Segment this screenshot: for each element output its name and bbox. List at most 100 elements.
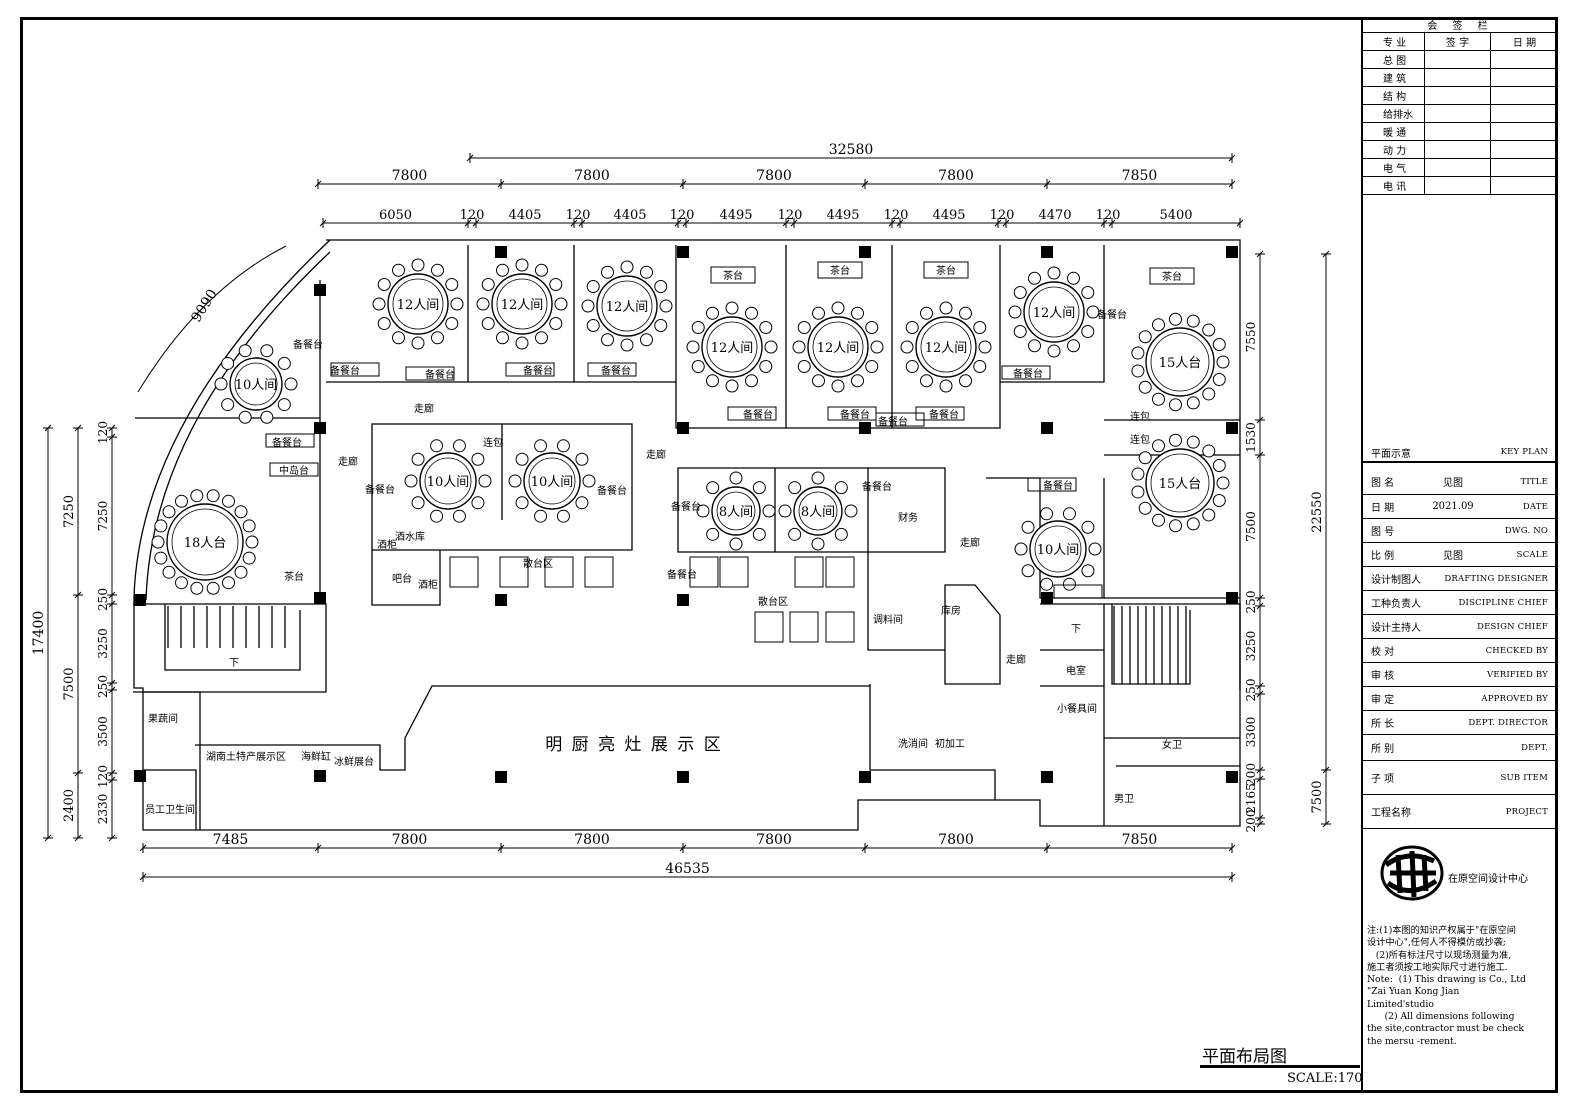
column	[677, 771, 689, 783]
wall-utilities	[1040, 603, 1240, 826]
dim-overall-top-slash	[466, 154, 474, 162]
chair	[973, 360, 987, 373]
chair	[1131, 467, 1145, 481]
outline-curve-inner	[145, 251, 331, 601]
table-top	[419, 452, 477, 510]
field-label: 比 例	[1371, 551, 1395, 562]
chair	[601, 265, 614, 279]
chair	[812, 306, 825, 320]
chair	[575, 452, 589, 466]
drawing-scale: SCALE:170	[1287, 1071, 1363, 1086]
dim-right-inner-label: 250	[1244, 591, 1258, 614]
tea-table-label: 茶台	[936, 264, 956, 277]
sign-off-col-headers: 专 业签 字日 期	[1363, 33, 1558, 51]
dim-right-inner-slash	[1256, 690, 1264, 698]
walls	[133, 239, 1241, 831]
table-10-center-b-label: 10人间	[531, 475, 574, 490]
table-inner	[171, 508, 239, 576]
chair	[762, 504, 776, 518]
chair	[556, 509, 570, 523]
dim-overall-top-label: 32580	[829, 142, 874, 158]
table-8-b-label: 8人间	[801, 505, 835, 520]
dim-curve-line	[137, 245, 287, 393]
chair	[640, 265, 653, 279]
chair	[471, 452, 485, 466]
chair	[242, 551, 256, 565]
title-underline	[1200, 1065, 1360, 1068]
chair	[404, 474, 418, 488]
table-12-g: 12人间	[1008, 266, 1100, 358]
chair	[759, 321, 773, 334]
label-service-station: 备餐台	[862, 480, 892, 493]
dim-top-row2-label: 120	[1096, 208, 1121, 223]
field-label-en: CHECKED BY	[1485, 645, 1548, 656]
signature-cell	[1425, 123, 1491, 140]
table-12-b: 12人间	[476, 258, 568, 350]
dim-top-row2-label: 5400	[1159, 208, 1192, 223]
dim-left-mid-slash	[74, 834, 82, 842]
chair	[706, 481, 720, 495]
label-service-station: 备餐台	[365, 483, 395, 496]
dim-top-row2-slash	[319, 219, 327, 227]
dim-left-outer-label: 17400	[31, 611, 47, 656]
label-central-island: 中岛台	[279, 464, 309, 477]
field-label-en: SUB ITEM	[1500, 772, 1548, 783]
dim-right-inner-slash	[1256, 594, 1264, 602]
dim-left-inner-label: 250	[96, 675, 110, 698]
dim-bottom-row-label: 7485	[213, 832, 249, 848]
dim-overall-top-slash	[1228, 154, 1236, 162]
discipline-name: 总 图	[1363, 51, 1425, 68]
table-inner	[920, 321, 972, 373]
table-top	[711, 486, 761, 536]
table-12-a-label: 12人间	[397, 298, 440, 313]
chair	[534, 439, 548, 453]
chair	[778, 504, 792, 518]
dim-right-inner-slash	[1256, 775, 1264, 783]
wall-washing	[869, 684, 996, 800]
chair	[696, 504, 710, 518]
chair	[392, 263, 405, 277]
label-scattered-seating: 散台区	[758, 595, 788, 608]
field-label: 审 定	[1371, 695, 1395, 706]
chair	[764, 340, 778, 354]
chair	[1081, 325, 1095, 338]
chair	[206, 581, 220, 595]
chair	[450, 297, 464, 311]
table-12-d-label: 12人间	[711, 341, 754, 356]
copyright-notes: 注:(1)本图的知识产权属于"在原空间 设计中心",任何人不得模仿或抄袭; (2…	[1367, 925, 1526, 1047]
dim-left-mid-label: 7500	[62, 667, 77, 700]
table-12-c: 12人间	[581, 260, 673, 352]
chair	[222, 576, 235, 590]
table-top	[807, 316, 869, 378]
column	[314, 592, 326, 604]
chair	[582, 474, 596, 488]
chair	[851, 374, 864, 388]
chair	[812, 374, 825, 388]
dim-right-inner-label: 3300	[1244, 717, 1258, 748]
table-10-left-label: 10人间	[235, 378, 278, 393]
chair	[234, 565, 248, 579]
chair	[811, 471, 825, 485]
chair	[745, 374, 758, 388]
chair	[1186, 314, 1200, 328]
chair	[190, 581, 204, 595]
chair	[238, 344, 252, 358]
date-cell	[1491, 141, 1558, 158]
wall-center-rooms	[371, 423, 633, 551]
dim-left-mid-label: 7250	[62, 495, 77, 528]
dim-left-inner-label: 250	[96, 588, 110, 611]
table-15-a-label: 15人台	[1159, 356, 1202, 371]
field-label: 设计主持人	[1371, 623, 1421, 634]
dim-right-inner-slash	[1256, 451, 1264, 459]
column	[495, 594, 507, 606]
table-10-center-a-label: 10人间	[427, 475, 470, 490]
chair	[214, 377, 228, 391]
chair	[1216, 476, 1230, 490]
chair	[222, 494, 235, 508]
chair	[729, 537, 743, 551]
chair	[620, 338, 634, 352]
chair	[242, 519, 256, 533]
title-block: 会 签 栏专 业签 字日 期总 图建 筑结 构给排水暖 通动 力电 气电 讯平面…	[1361, 17, 1558, 1093]
